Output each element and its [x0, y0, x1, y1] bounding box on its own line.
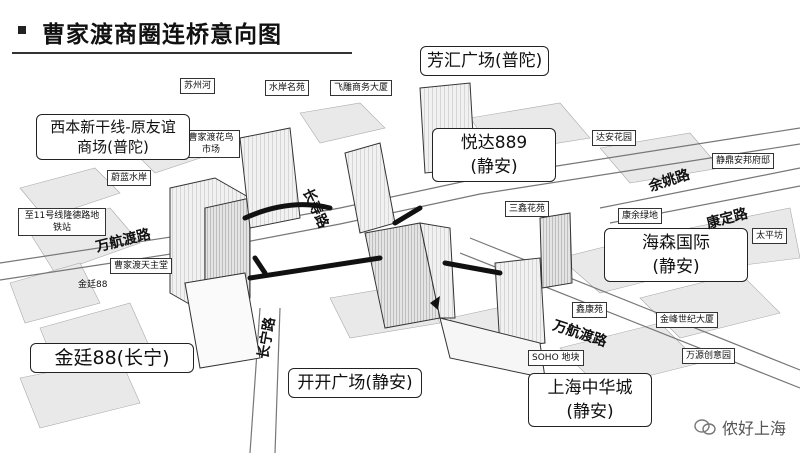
callout-zhonghua-name: 上海中华城 [547, 378, 633, 398]
callout-fanghui: 芳汇广场(普陀) [420, 46, 550, 76]
map-area: 苏州河 水岸名苑 飞雕商务大厦 曹家渡花鸟市场 蔚蓝水岸 至11号线隆德路地铁站… [0, 46, 800, 453]
title-bullet [18, 26, 26, 34]
label-xinkang: 鑫康苑 [572, 302, 608, 318]
label-taipingfang: 太平坊 [752, 228, 788, 244]
road-network [0, 127, 800, 453]
label-feidiao: 飞雕商务大厦 [330, 80, 393, 96]
callout-haisen-name: 海森国际 [642, 233, 710, 253]
callout-yueda: 悦达889 (静安) [432, 128, 556, 182]
callout-xiben: 西本新干线-原友谊商场(普陀) [36, 114, 190, 160]
callout-yueda-name: 悦达889 [460, 133, 528, 153]
callout-kaikai: 开开广场(静安) [288, 368, 422, 398]
label-kangyu: 康余绿地 [618, 208, 663, 224]
label-wanyuan: 万源创意园 [682, 348, 736, 364]
label-daan-garden: 达安花园 [592, 130, 637, 146]
label-tianzhutang: 曹家渡天主堂 [110, 258, 173, 274]
label-sanxin: 三鑫花苑 [505, 201, 550, 217]
watermark: 侬好上海 [694, 415, 786, 439]
sky-bridges [242, 202, 503, 281]
label-weilan-shuian: 蔚蓝水岸 [107, 170, 152, 186]
callout-jinting: 金廷88(长宁) [30, 343, 194, 373]
label-jingding: 静鼎安邦府邸 [712, 153, 775, 169]
header: 曹家渡商圈连桥意向图 [0, 0, 800, 58]
callout-haisen: 海森国际 (静安) [604, 228, 748, 282]
label-jinting-small: 金廷88 [78, 280, 108, 290]
label-soho: SOHO 地块 [528, 350, 584, 366]
title-underline [12, 52, 352, 54]
page-title: 曹家渡商圈连桥意向图 [42, 22, 282, 48]
label-caojiadu-market: 曹家渡花鸟市场 [182, 130, 240, 158]
label-suzhou-river: 苏州河 [180, 78, 216, 94]
callout-zhonghua: 上海中华城 (静安) [528, 373, 652, 427]
callout-zhonghua-district: (静安) [566, 402, 614, 422]
bridge-arrow [430, 296, 440, 310]
label-metro: 至11号线隆德路地铁站 [18, 208, 106, 236]
callout-yueda-district: (静安) [470, 157, 518, 177]
wechat-icon [694, 419, 716, 435]
watermark-text: 侬好上海 [721, 419, 786, 438]
callout-haisen-district: (静安) [652, 257, 700, 277]
label-jinfeng: 金峰世纪大厦 [656, 312, 719, 328]
label-shuian-mingyuan: 水岸名苑 [265, 80, 310, 96]
